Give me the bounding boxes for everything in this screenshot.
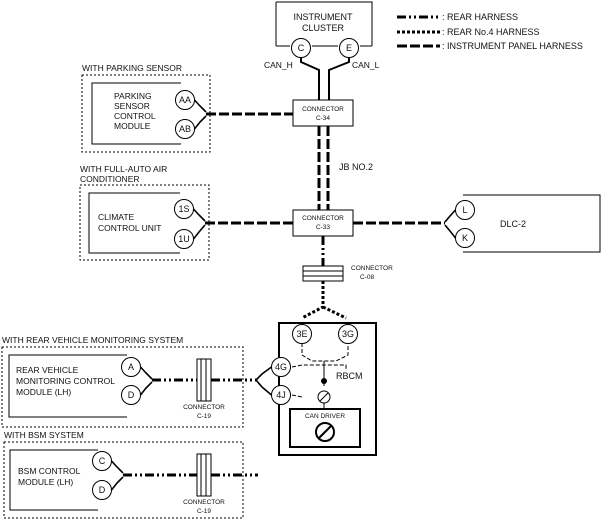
rear-monitor-module-label-3: MODULE (LH) bbox=[16, 387, 71, 397]
climate-module-box bbox=[88, 192, 180, 254]
legend: : REAR HARNESS : REAR No.4 HARNESS : INS… bbox=[397, 12, 583, 51]
parking-module-label-4: MODULE bbox=[114, 121, 151, 131]
parking-sensor-group-border bbox=[81, 74, 211, 153]
jb-no2-harness bbox=[317, 126, 330, 210]
connector-c33-box bbox=[292, 209, 354, 237]
rbcm: RBCM 3E 3G 4G 4J CAN DRIVER bbox=[271, 322, 377, 456]
rear-monitor-module-label-2: MONITORING CONTROL bbox=[16, 376, 115, 386]
bsm-group-label: WITH BSM SYSTEM bbox=[4, 430, 84, 440]
bsm-module-label-2: MODULE (LH) bbox=[18, 477, 73, 487]
climate-group-label-2: CONDITIONER bbox=[80, 174, 140, 184]
parking-pin-twist bbox=[193, 99, 207, 130]
parking-pin-ab-label: AB bbox=[179, 124, 191, 134]
climate-module-label-2: CONTROL UNIT bbox=[98, 223, 161, 233]
connector-c34: CONNECTOR C-34 bbox=[292, 99, 354, 127]
cluster-pin-e-label: E bbox=[346, 43, 352, 53]
rbcm-junction bbox=[321, 378, 327, 384]
can-driver-label: CAN DRIVER bbox=[305, 413, 345, 420]
rear-monitor-group: WITH REAR VEHICLE MONITORING SYSTEM REAR… bbox=[1, 335, 244, 428]
connector-c19-b-label-1: CONNECTOR bbox=[183, 499, 225, 506]
parking-module-label-1: PARKING bbox=[114, 91, 152, 101]
climate-pin-1s-label: 1S bbox=[178, 204, 189, 214]
connector-c08-body bbox=[302, 265, 344, 282]
parking-pin-aa-label: AA bbox=[179, 95, 191, 105]
connector-c08: CONNECTOR C-08 bbox=[302, 265, 393, 282]
dlc-2: DLC-2 L K bbox=[444, 194, 601, 253]
bsm-group: WITH BSM SYSTEM BSM CONTROL MODULE (LH) … bbox=[3, 430, 244, 519]
legend-rear4-harness-label: : REAR No.4 HARNESS bbox=[442, 27, 540, 37]
climate-group-border bbox=[79, 184, 210, 261]
bsm-module-label-1: BSM CONTROL bbox=[18, 466, 81, 476]
can-h-label: CAN_H bbox=[264, 60, 293, 70]
rbcm-pin-4g-label: 4G bbox=[275, 362, 287, 372]
harness-cluster-to-c34 bbox=[300, 57, 350, 100]
rbcm-pin-3e-label: 3E bbox=[296, 329, 307, 339]
rear-monitor-group-label: WITH REAR VEHICLE MONITORING SYSTEM bbox=[2, 335, 183, 345]
rbcm-internal-bus-bottom bbox=[291, 364, 347, 398]
parking-sensor-group-label: WITH PARKING SENSOR bbox=[82, 63, 182, 73]
parking-module-label-2: SENSOR bbox=[114, 101, 150, 111]
harness-c19-rbcm-twist bbox=[255, 366, 273, 396]
connector-c34-label-1: CONNECTOR bbox=[302, 106, 344, 113]
climate-pin-1u-label: 1U bbox=[178, 234, 190, 244]
climate-module-label-1: CLIMATE bbox=[98, 212, 135, 222]
connector-c34-label-2: C-34 bbox=[316, 115, 330, 122]
dlc-pin-twist bbox=[444, 209, 457, 239]
connector-c08-label-1: CONNECTOR bbox=[351, 265, 393, 272]
rbcm-pin-3e bbox=[292, 324, 312, 344]
bsm-pin-c-label: C bbox=[99, 456, 106, 466]
rear-monitor-module-label-1: REAR VEHICLE bbox=[16, 365, 79, 375]
dlc-2-box bbox=[463, 194, 601, 253]
parking-sensor-group: WITH PARKING SENSOR PARKING SENSOR CONTR… bbox=[81, 63, 211, 153]
dlc-2-label: DLC-2 bbox=[500, 219, 526, 229]
connector-c33: CONNECTOR C-33 bbox=[292, 209, 354, 237]
rbcm-label: RBCM bbox=[336, 371, 363, 381]
climate-group-label-1: WITH FULL-AUTO AIR bbox=[80, 164, 167, 174]
parking-sensor-module-box bbox=[91, 82, 181, 145]
connector-c33-label-1: CONNECTOR bbox=[302, 215, 344, 222]
instrument-cluster-box bbox=[275, 1, 373, 46]
connector-c33-label-2: C-33 bbox=[316, 224, 330, 231]
rbcm-pin-3g-label: 3G bbox=[342, 329, 354, 339]
cluster-pin-c-label: C bbox=[298, 43, 305, 53]
connector-c34-box bbox=[292, 99, 354, 127]
rear-monitor-pin-twist bbox=[139, 366, 153, 396]
instrument-cluster-label-2: CLUSTER bbox=[302, 23, 345, 33]
connector-c19-b-label-2: C-19 bbox=[197, 508, 211, 515]
jb-no2-label: JB NO.2 bbox=[339, 162, 373, 172]
rear-monitor-pin-a-label: A bbox=[128, 362, 134, 372]
legend-ip-harness-label: : INSTRUMENT PANEL HARNESS bbox=[442, 41, 583, 51]
legend-rear-harness-label: : REAR HARNESS bbox=[442, 12, 518, 22]
bsm-module-box bbox=[9, 449, 98, 511]
bsm-pin-d-label: D bbox=[99, 485, 106, 495]
rear-monitor-group-border bbox=[1, 346, 244, 428]
connector-c19-a-label-2: C-19 bbox=[197, 413, 211, 420]
instrument-cluster: INSTRUMENT CLUSTER C E CAN_H CAN_L bbox=[264, 1, 380, 70]
connector-c19-b-body bbox=[196, 453, 212, 497]
harness-c08-to-rbcm bbox=[301, 281, 347, 320]
can-l-label: CAN_L bbox=[352, 60, 380, 70]
connector-c19-a-label-1: CONNECTOR bbox=[183, 404, 225, 411]
connector-c19-a: CONNECTOR C-19 bbox=[183, 358, 225, 420]
dlc-pin-l-label: L bbox=[462, 205, 467, 215]
climate-control-group: WITH FULL-AUTO AIR CONDITIONER CLIMATE C… bbox=[79, 164, 210, 261]
connector-c19-a-body bbox=[196, 358, 212, 402]
bsm-group-border bbox=[3, 441, 244, 519]
rbcm-pin-3g bbox=[338, 324, 358, 344]
rbcm-pin-4j-label: 4J bbox=[276, 390, 286, 400]
parking-module-label-3: CONTROL bbox=[114, 111, 156, 121]
instrument-cluster-label-1: INSTRUMENT bbox=[294, 12, 353, 22]
climate-pin-twist bbox=[192, 208, 206, 240]
connector-c08-label-2: C-08 bbox=[360, 274, 374, 281]
connector-c19-b: CONNECTOR C-19 bbox=[183, 453, 225, 515]
dlc-pin-k-label: K bbox=[462, 233, 468, 243]
bsm-pin-twist bbox=[110, 460, 124, 491]
rbcm-internal-bus-top bbox=[301, 337, 349, 362]
rear-monitor-pin-d-label: D bbox=[128, 390, 135, 400]
rear-monitor-module-box bbox=[8, 354, 127, 418]
